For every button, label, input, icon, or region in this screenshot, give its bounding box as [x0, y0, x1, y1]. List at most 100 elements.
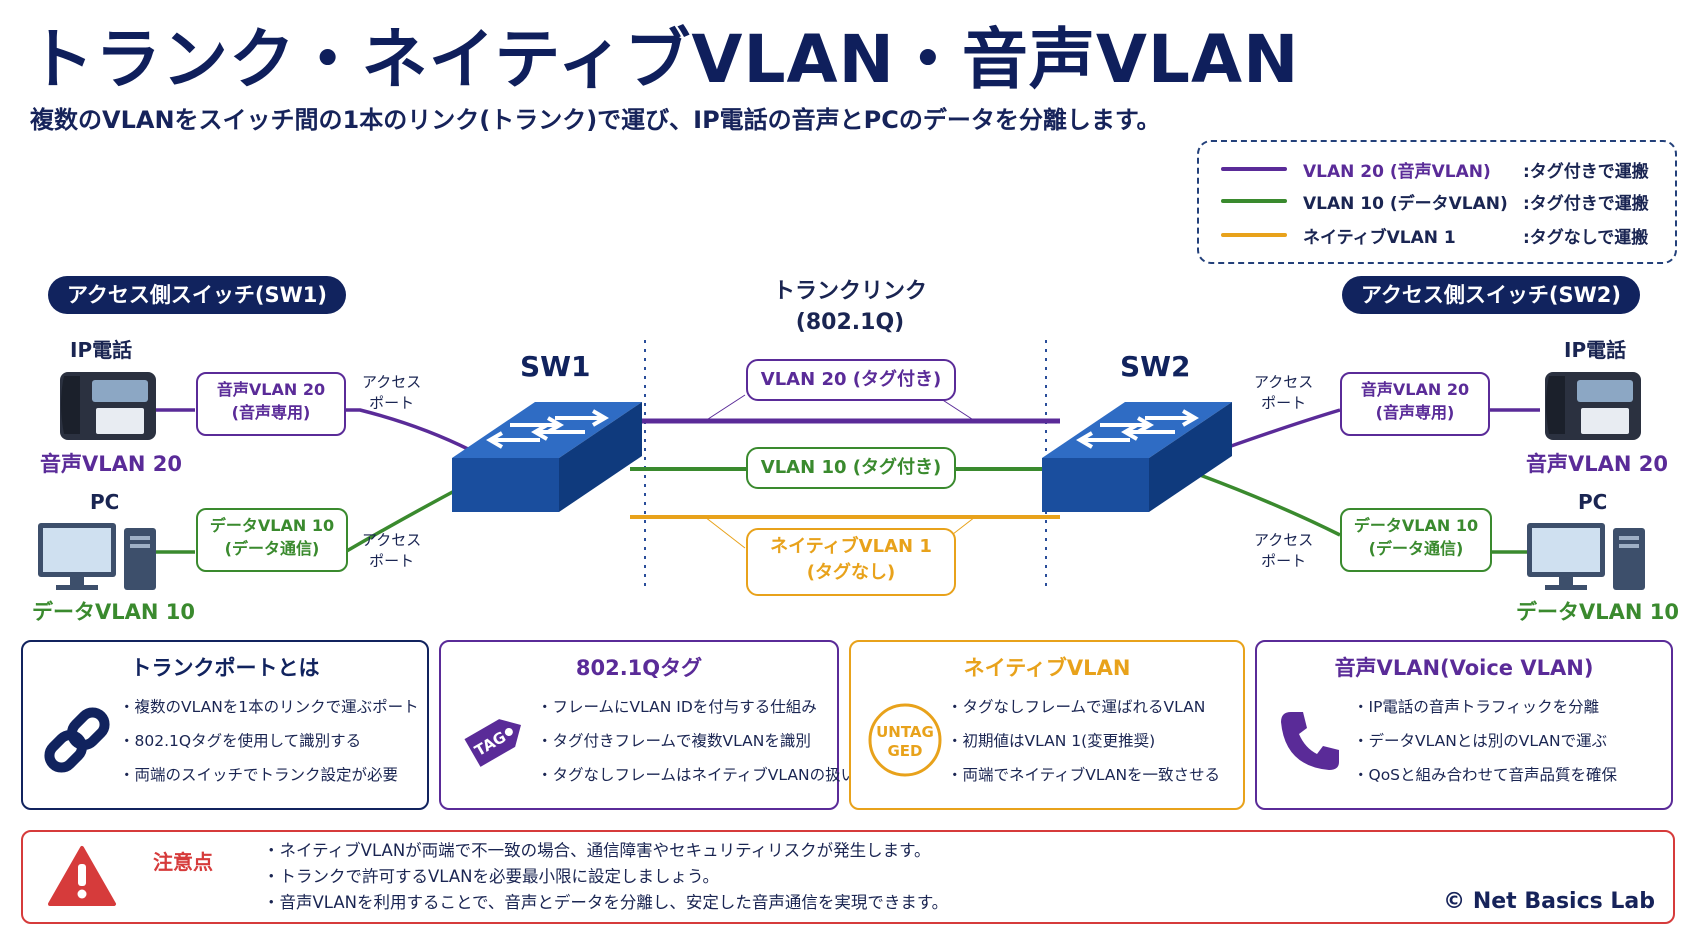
pc-icon [38, 523, 156, 590]
card-item: ・タグなしフレームはネイティブVLANの扱い [537, 766, 857, 784]
ip-phone-label: IP電話 [70, 338, 133, 362]
data-vlan-label: データVLAN 10 [32, 600, 195, 624]
card-item: ・タグ付きフレームで複数VLANを識別 [537, 732, 811, 750]
access-port-label: アクセス ポート [362, 372, 421, 414]
page-title: トランク・ネイティブVLAN・音声VLAN [28, 21, 1300, 98]
card-item: ・タグなしフレームで運ばれるVLAN [947, 698, 1206, 716]
sw1-switch-icon [452, 402, 642, 512]
phone-icon [1281, 712, 1339, 770]
ip-phone-label: IP電話 [1564, 338, 1627, 362]
access-line: ポート [369, 394, 415, 412]
sw1-voice-link [150, 408, 471, 452]
card-item: ・両端のスイッチでトランク設定が必要 [119, 766, 399, 784]
card-voice-vlan: 音声VLAN(Voice VLAN) ・IP電話の音声トラフィックを分離 ・デー… [1255, 640, 1673, 810]
card-item: ・両端でネイティブVLANを一致させる [947, 766, 1221, 784]
card-trunk-port: トランクポートとは ・複数のVLANを1本のリンクで運ぶポート ・802.1Qタ… [21, 640, 429, 810]
sw2-voice-vlan-box: 音声VLAN 20 (音声専用) [1340, 372, 1490, 436]
card-item: ・フレームにVLAN IDを付与する仕組み [537, 698, 817, 716]
access-line: アクセス [1254, 531, 1314, 549]
card-item: ・データVLANとは別のVLANで運ぶ [1353, 732, 1608, 750]
pc-label: PC [90, 490, 120, 514]
warning-icon [48, 846, 116, 906]
sw1-data-vlan-box: データVLAN 10 (データ通信) [196, 508, 348, 572]
page-subtitle: 複数のVLANをスイッチ間の1本のリンク(トランク)で運び、IP電話の音声とPC… [30, 106, 1161, 134]
sw1-data-link [155, 486, 461, 554]
legend-swatch [1221, 233, 1287, 237]
untagged-text-line: GED [887, 742, 922, 760]
data-vlan-label: データVLAN 10 [1516, 600, 1679, 624]
caution-item: ・ネイティブVLANが両端で不一致の場合、通信障害やセキュリティリスクが発生しま… [263, 841, 931, 860]
card-item: ・複数のVLANを1本のリンクで運ぶポート [119, 698, 419, 716]
box-line: (音声専用) [231, 403, 311, 422]
box-line: (音声専用) [1375, 403, 1455, 422]
trunk-vlan10-box: VLAN 10 (タグ付き) [746, 447, 956, 489]
box-line: 音声VLAN 20 [1360, 380, 1470, 399]
voice-vlan-label: 音声VLAN 20 [40, 452, 182, 476]
access-line: アクセス [362, 373, 422, 391]
sw1-side-pill: アクセス側スイッチ(SW1) [48, 276, 346, 314]
voice-vlan-label: 音声VLAN 20 [1526, 452, 1668, 476]
untagged-icon: UNTAG GED [868, 703, 942, 777]
access-line: ポート [369, 552, 415, 570]
card-item: ・802.1Qタグを使用して識別する [119, 732, 362, 750]
sw2-side-pill: アクセス側スイッチ(SW2) [1342, 276, 1640, 314]
box-line: 音声VLAN 20 [216, 380, 326, 399]
card-item: ・初期値はVLAN 1(変更推奨) [947, 732, 1156, 750]
legend-item-native: ネイティブVLAN 1 :タグなしで運搬 [1221, 222, 1648, 248]
card-list: ・フレームにVLAN IDを付与する仕組み ・タグ付きフレームで複数VLANを識… [537, 690, 856, 792]
access-line: アクセス [362, 531, 422, 549]
card-title: トランクポートとは [130, 656, 320, 680]
legend-item-vlan10: VLAN 10 (データVLAN) :タグ付きで運搬 [1221, 188, 1649, 214]
card-8021q-tag: 802.1Qタグ TAG ・フレームにVLAN IDを付与する仕組み ・タグ付き… [439, 640, 856, 810]
legend-swatch [1221, 199, 1287, 203]
sw2-data-vlan-box: データVLAN 10 (データ通信) [1340, 508, 1492, 572]
pc-label: PC [1578, 490, 1608, 514]
caution-list: ・ネイティブVLANが両端で不一致の場合、通信障害やセキュリティリスクが発生しま… [263, 838, 948, 916]
ip-phone-icon [60, 372, 156, 440]
box-line: データVLAN 10 [1353, 516, 1479, 535]
access-port-label: アクセス ポート [1254, 530, 1313, 572]
link-icon [44, 707, 110, 773]
card-native-vlan: ネイティブVLAN UNTAG GED ・タグなしフレームで運ばれるVLAN ・… [849, 640, 1245, 810]
card-item: ・IP電話の音声トラフィックを分離 [1353, 698, 1600, 716]
box-line: ネイティブVLAN 1 [770, 536, 932, 557]
box-line: データVLAN 10 [209, 516, 335, 535]
sw1-voice-vlan-box: 音声VLAN 20 (音声専用) [196, 372, 346, 436]
legend-desc: :タグ付きで運搬 [1523, 161, 1649, 182]
legend-swatch [1221, 167, 1287, 171]
card-list: ・タグなしフレームで運ばれるVLAN ・初期値はVLAN 1(変更推奨) ・両端… [947, 690, 1220, 792]
caution-panel: 注意点 ・ネイティブVLANが両端で不一致の場合、通信障害やセキュリティリスクが… [21, 830, 1675, 924]
card-title: 802.1Qタグ [575, 656, 703, 680]
legend-item-vlan20: VLAN 20 (音声VLAN) :タグ付きで運搬 [1221, 156, 1649, 182]
pc-icon [1527, 523, 1645, 590]
box-line: (データ通信) [224, 539, 320, 558]
card-title: 音声VLAN(Voice VLAN) [1334, 656, 1594, 680]
card-item: ・QoSと組み合わせて音声品質を確保 [1353, 766, 1618, 784]
box-line: (データ通信) [1368, 539, 1464, 558]
access-port-label: アクセス ポート [362, 530, 421, 572]
legend: VLAN 20 (音声VLAN) :タグ付きで運搬 VLAN 10 (データVL… [1197, 140, 1677, 264]
trunk-title: トランクリンク (802.1Q) [745, 276, 955, 338]
trunk-native-box: ネイティブVLAN 1 (タグなし) [746, 528, 956, 596]
card-list: ・IP電話の音声トラフィックを分離 ・データVLANとは別のVLANで運ぶ ・Q… [1353, 690, 1617, 792]
caution-item: ・トランクで許可するVLANを必要最小限に設定しましょう。 [263, 867, 719, 886]
network-diagram [38, 340, 1645, 590]
legend-name: VLAN 10 (データVLAN) [1303, 193, 1508, 214]
access-line: ポート [1261, 552, 1307, 570]
card-list: ・複数のVLANを1本のリンクで運ぶポート ・802.1Qタグを使用して識別する… [119, 690, 419, 792]
caution-item: ・音声VLANを利用することで、音声とデータを分離し、安定した音声通信を実現でき… [263, 893, 949, 912]
untagged-text-line: UNTAG [876, 723, 934, 741]
sw2-switch-icon [1042, 402, 1232, 512]
legend-name: VLAN 20 (音声VLAN) [1303, 161, 1491, 182]
sw2-label: SW2 [1120, 350, 1191, 383]
ip-phone-icon [1545, 372, 1641, 440]
caution-title: 注意点 [153, 850, 213, 874]
trunk-vlan20-box: VLAN 20 (タグ付き) [746, 359, 956, 401]
access-port-label: アクセス ポート [1254, 372, 1313, 414]
tag-icon: TAG [464, 719, 521, 767]
trunk-title-line: トランクリンク [772, 279, 927, 304]
legend-desc: :タグなしで運搬 [1523, 227, 1649, 248]
trunk-title-line: (802.1Q) [795, 310, 905, 335]
box-line: (タグなし) [806, 562, 896, 583]
sw1-label: SW1 [520, 350, 591, 383]
